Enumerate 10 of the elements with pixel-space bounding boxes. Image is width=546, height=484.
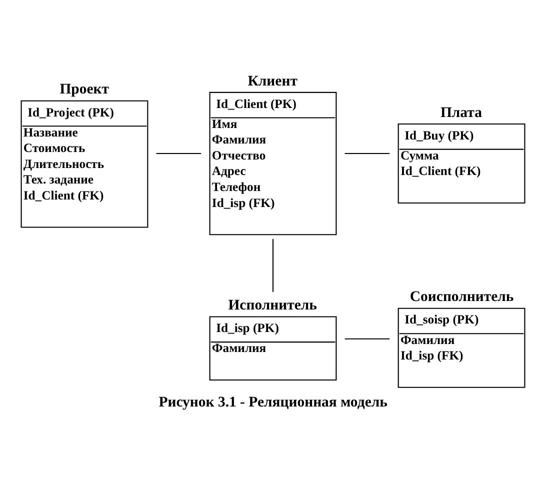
node-label: Исполнитель	[228, 298, 317, 314]
node-label: Проект	[60, 82, 110, 98]
connector	[272, 238, 274, 292]
node-label: Соисполнитель	[410, 289, 514, 306]
connector	[156, 153, 202, 154]
connector	[344, 338, 390, 340]
node-label: Плата	[440, 104, 482, 121]
node-label: Клиент	[248, 73, 298, 90]
connector	[344, 153, 390, 154]
caption: Рисунок 3.1 - Реляционная модель	[158, 394, 388, 411]
